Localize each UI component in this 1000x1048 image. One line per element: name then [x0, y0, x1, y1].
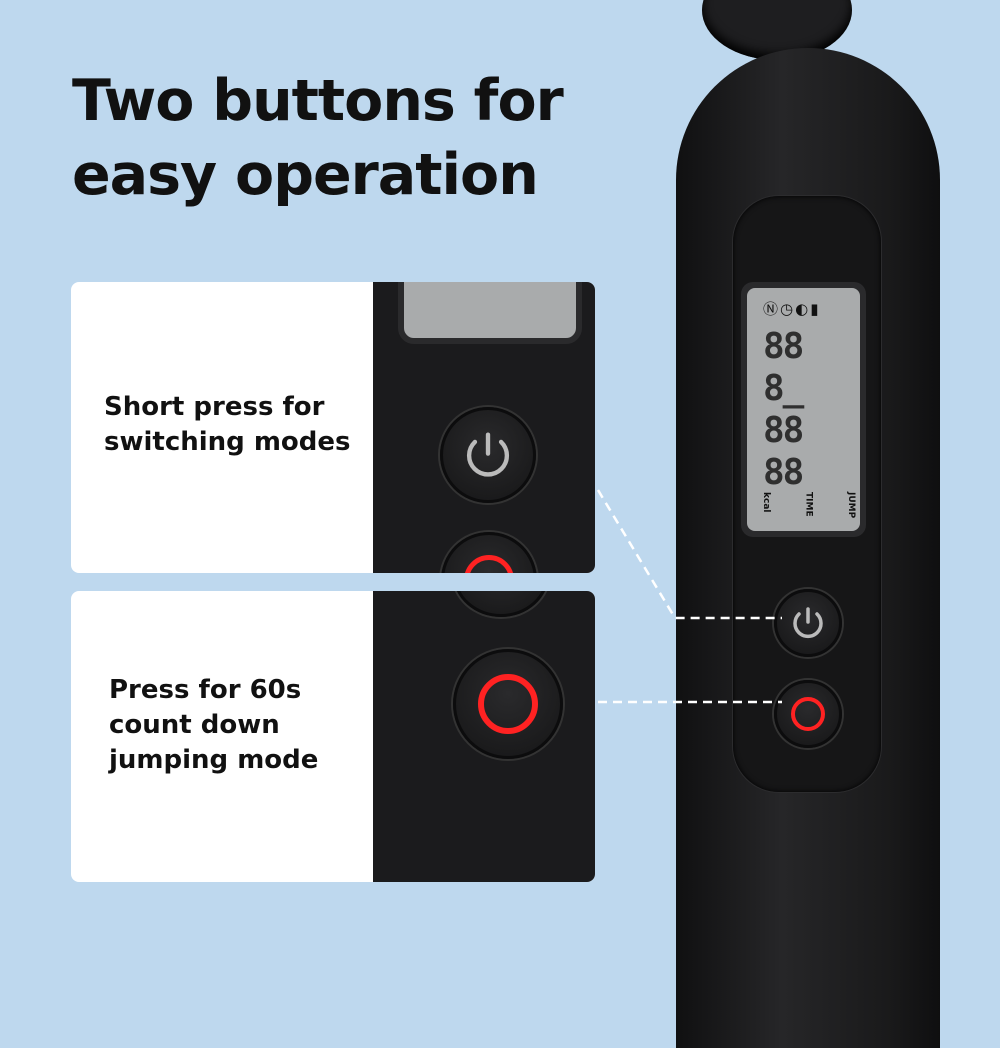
lcd-labels: kcal TIME JUMP [761, 492, 856, 518]
red-ring-icon [464, 555, 514, 573]
card-long-press: Press for 60s count down jumping mode [71, 591, 595, 882]
power-icon [793, 607, 823, 639]
text-line: switching modes [104, 427, 351, 457]
card-closeup [373, 591, 595, 882]
speaker-icon: ◐ [795, 300, 811, 318]
headline-line-2: easy operation [72, 142, 539, 208]
lcd-label-time: TIME [803, 492, 814, 517]
lcd-status-icons: Ⓝ◷◐▮ [763, 298, 820, 319]
red-ring-icon [791, 697, 825, 731]
callout-line-power [596, 489, 782, 620]
text-line: Short press for [104, 392, 325, 422]
power-icon [466, 432, 510, 477]
closeup-countdown-button [441, 532, 537, 573]
countdown-button[interactable] [774, 680, 842, 748]
text-line: jumping mode [109, 745, 319, 775]
red-ring-icon [478, 674, 538, 734]
text-line: Press for 60s [109, 675, 302, 705]
closeup-countdown-button [453, 649, 563, 759]
closeup-lcd [398, 282, 582, 344]
lcd-label-kcal: kcal [761, 492, 771, 513]
closeup-power-button [453, 591, 549, 617]
card-long-press-text: Press for 60s count down jumping mode [109, 673, 318, 778]
lcd-label-jump: JUMP [846, 492, 856, 519]
closeup-power-button [440, 407, 536, 503]
clock-icon: ◷ [780, 300, 796, 318]
card-short-press-text: Short press for switching modes [104, 390, 351, 460]
headline-line-1: Two buttons for [72, 68, 564, 134]
battery-icon: ▮ [810, 300, 821, 318]
callout-lines [596, 489, 782, 704]
mode-n-icon: Ⓝ [763, 300, 781, 318]
card-closeup [373, 282, 595, 573]
card-short-press: Short press for switching modes [71, 282, 595, 573]
text-line: count down [109, 710, 280, 740]
headline: Two buttons for easy operation [72, 64, 564, 212]
power-button[interactable] [774, 589, 842, 657]
